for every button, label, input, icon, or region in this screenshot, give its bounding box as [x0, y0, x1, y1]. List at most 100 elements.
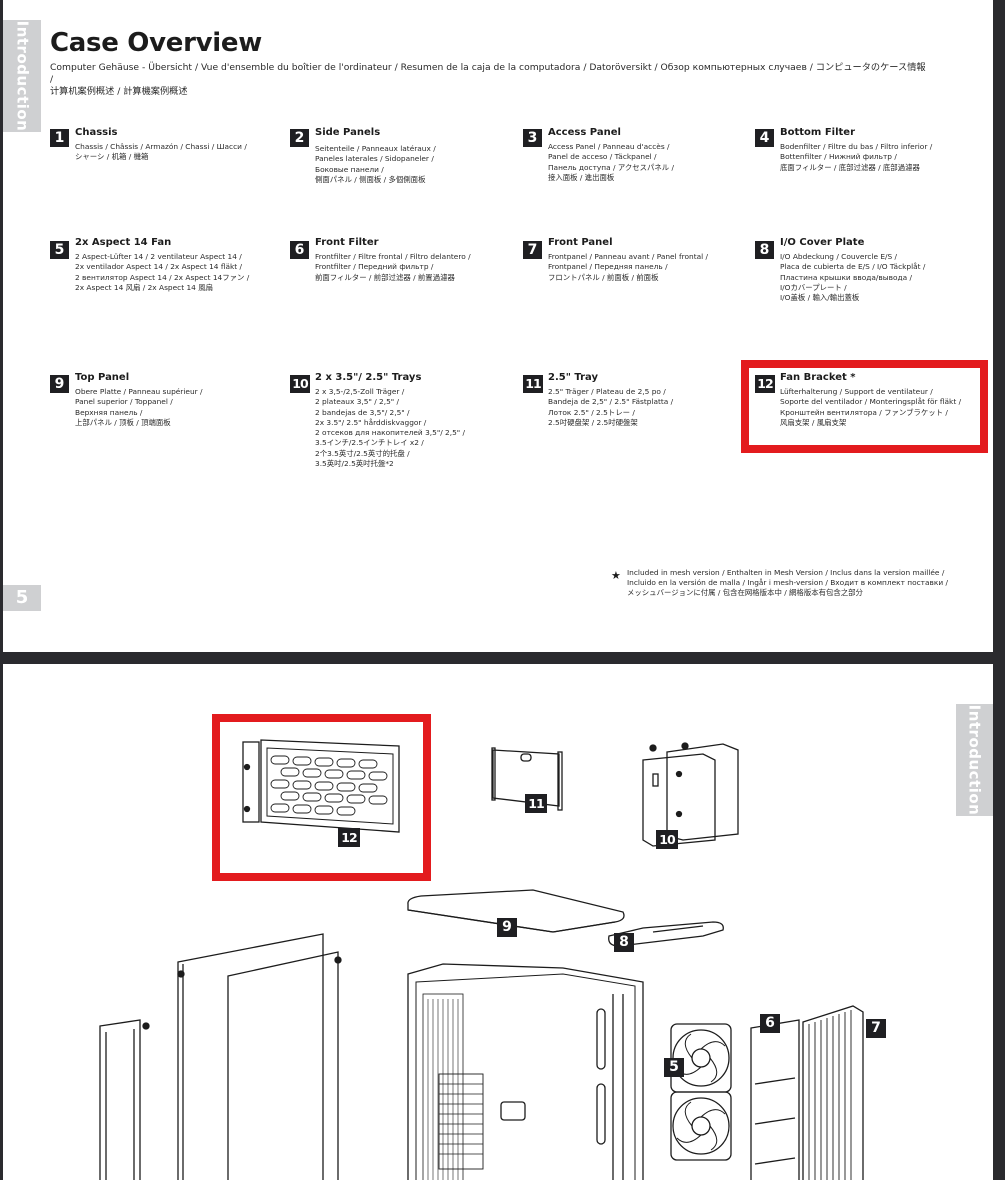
- footnote-line: メッシュバージョンに付属 / 包含在网格版本中 / 網格版本有包含之部分: [627, 588, 863, 598]
- pdf-page-6: Introduction: [3, 664, 993, 1180]
- translation-line: Lüfterhalterung / Support de ventilateur…: [780, 387, 933, 396]
- part-name: 2.5" Tray: [548, 372, 599, 383]
- part-translations: Chassis / Châssis / Armazón / Chassi / Ш…: [75, 142, 275, 163]
- translation-line: Frontfilter / Передний фильтр /: [315, 262, 434, 272]
- highlight-box-fan-bracket: [741, 360, 988, 453]
- fans-drawing: [670, 1023, 732, 1161]
- part-name: 2 x 3.5"/ 2.5" Trays: [315, 372, 422, 383]
- part-translations: 2.5" Träger / Plateau de 2,5 po / Bandej…: [548, 387, 748, 428]
- translation-line: Paneles laterales / Sidopaneler /: [315, 154, 434, 164]
- translation-line: 前面フィルター / 前部过滤器 / 前置過濾器: [315, 272, 455, 282]
- translation-line: 上部パネル / 顶板 / 頂端面板: [75, 417, 171, 427]
- part-number-badge: 7: [523, 241, 542, 259]
- part-translations: 2 x 3,5-/2,5-Zoll Träger / 2 plateaux 3,…: [315, 387, 515, 469]
- io-cover-drawing: [608, 921, 724, 947]
- part-number-badge: 3: [523, 129, 542, 147]
- footnote-line: Incluido en la versión de malla / Ingår …: [627, 578, 948, 588]
- part-translations: Obere Platte / Panneau supérieur / Panel…: [75, 387, 275, 428]
- part-name: Chassis: [75, 127, 118, 138]
- section-tab-introduction: Introduction: [3, 20, 41, 132]
- translation-line: I/O Abdeckung / Couvercle E/S /: [780, 252, 898, 261]
- part-translations: Seitenteile / Panneaux latéraux / Panele…: [315, 144, 515, 185]
- section-tab-introduction: Introduction: [956, 704, 993, 816]
- asterisk-icon: ★: [611, 569, 621, 582]
- part-number-badge: 6: [290, 241, 309, 259]
- fan-bracket-drawing: [242, 739, 400, 833]
- translation-line: Панель доступа / アクセスパネル /: [548, 162, 675, 172]
- page-title: Case Overview: [50, 28, 262, 58]
- translation-line: Bandeja de 2,5" / 2.5" Fästplatta /: [548, 397, 674, 407]
- translation-line: 2.5吋硬盘架 / 2.5吋硬盤架: [548, 417, 638, 427]
- callout-25-tray: 11: [525, 794, 547, 813]
- part-number-badge: 2: [290, 129, 309, 147]
- exploded-case-diagram: [99, 739, 864, 1180]
- pdf-page-5: Introduction Case Overview Computer Gehä…: [3, 0, 993, 652]
- part-translations: Access Panel / Panneau d'accès / Panel d…: [548, 142, 748, 183]
- part-name: Front Filter: [315, 237, 379, 248]
- callout-top-panel: 9: [497, 918, 517, 937]
- translation-line: Frontpanel / Передняя панель /: [548, 262, 668, 272]
- part-name: Fan Bracket *: [780, 372, 856, 383]
- part-translations: Bodenfilter / Filtre du bas / Filtro inf…: [780, 142, 980, 173]
- translation-line: Panel superior / Toppanel /: [75, 397, 173, 407]
- page-number: 5: [3, 585, 41, 611]
- translation-line: Боковые панели /: [315, 164, 384, 174]
- translation-line: 2x ventilador Aspect 14 / 2x Aspect 14 f…: [75, 262, 243, 272]
- part-translations: I/O Abdeckung / Couvercle E/S / Placa de…: [780, 252, 980, 303]
- translation-line: 側面パネル / 侧面板 / 多個側面板: [315, 174, 426, 184]
- translation-line: シャーシ / 机箱 / 機箱: [75, 152, 149, 162]
- translation-line: Placa de cubierta de E/S / I/O Täckplåt …: [780, 262, 926, 272]
- part-number-badge: 5: [50, 241, 69, 259]
- translation-line: I/Oカバープレート /: [780, 282, 847, 292]
- subtitle-line: 计算机案例概述 / 計算機案例概述: [50, 86, 188, 97]
- part-number-badge: 12: [755, 375, 775, 393]
- translation-line: 2.5" Träger / Plateau de 2,5 po /: [548, 387, 666, 396]
- translation-line: 2 bandejas de 3,5"/ 2,5" /: [315, 407, 410, 417]
- chassis-drawing: [407, 963, 644, 1180]
- translation-line: 3.5インチ/2.5インチトレイ x2 /: [315, 438, 424, 448]
- translation-line: Obere Platte / Panneau supérieur /: [75, 387, 203, 396]
- 25-tray-drawing: [491, 747, 563, 811]
- translation-line: 2 отсеков для накопителей 3,5"/ 2,5" /: [315, 428, 466, 438]
- callout-front-panel: 7: [866, 1019, 886, 1038]
- side-panels-drawing: [177, 933, 342, 1180]
- section-tab-label: Introduction: [13, 20, 31, 132]
- translation-line: Chassis / Châssis / Armazón / Chassi / Ш…: [75, 142, 247, 151]
- translation-line: 2x 3.5"/ 2.5" hårddiskvaggor /: [315, 417, 427, 427]
- highlight-box-fan-bracket-diagram: [212, 714, 431, 881]
- part-number-badge: 9: [50, 375, 69, 393]
- part-translations: Frontfilter / Filtre frontal / Filtro de…: [315, 252, 515, 283]
- part-name: Bottom Filter: [780, 127, 856, 138]
- part-number-badge: 11: [523, 375, 543, 393]
- translation-line: フロントパネル / 前面板 / 前面板: [548, 272, 659, 282]
- part-number-badge: 8: [755, 241, 774, 259]
- access-panel-drawing: [99, 1019, 150, 1180]
- translation-line: Лоток 2.5" / 2.5トレー /: [548, 407, 635, 417]
- translation-line: 2个3.5英寸/2.5英寸的托盘 /: [315, 448, 410, 458]
- translation-line: 2x Aspect 14 风扇 / 2x Aspect 14 風扇: [75, 282, 214, 292]
- translation-line: Seitenteile / Panneaux latéraux /: [315, 144, 436, 153]
- subtitle-line: Computer Gehäuse - Übersicht / Vue d'ens…: [50, 62, 926, 85]
- part-number-badge: 1: [50, 129, 69, 147]
- callout-drive-trays: 10: [656, 830, 678, 849]
- part-number-badge: 10: [290, 375, 310, 393]
- translation-line: Access Panel / Panneau d'accès /: [548, 142, 670, 151]
- callout-fan-bracket: 12: [338, 828, 360, 847]
- translation-line: Frontpanel / Panneau avant / Panel front…: [548, 252, 709, 261]
- part-translations: Lüfterhalterung / Support de ventilateur…: [780, 387, 980, 428]
- translation-line: 接入面板 / 進出面板: [548, 172, 615, 182]
- footnote-text: Included in mesh version / Enthalten in …: [627, 568, 948, 599]
- part-name: 2x Aspect 14 Fan: [75, 237, 172, 248]
- part-name: Access Panel: [548, 127, 621, 138]
- translation-line: Soporte del ventilador / Monteringsplåt …: [780, 397, 962, 407]
- part-name: Front Panel: [548, 237, 613, 248]
- part-translations: 2 Aspect-Lüfter 14 / 2 ventilateur Aspec…: [75, 252, 275, 293]
- part-name: Side Panels: [315, 127, 381, 138]
- translation-line: Panel de acceso / Täckpanel /: [548, 152, 657, 162]
- translation-line: 2 x 3,5-/2,5-Zoll Träger /: [315, 387, 405, 396]
- top-panel-drawing: [407, 889, 625, 933]
- part-name: I/O Cover Plate: [780, 237, 865, 248]
- translation-line: Пластина крышки ввода/вывода /: [780, 272, 912, 282]
- part-translations: Frontpanel / Panneau avant / Panel front…: [548, 252, 748, 283]
- translation-line: Bottenfilter / Нижний фильтр /: [780, 152, 897, 162]
